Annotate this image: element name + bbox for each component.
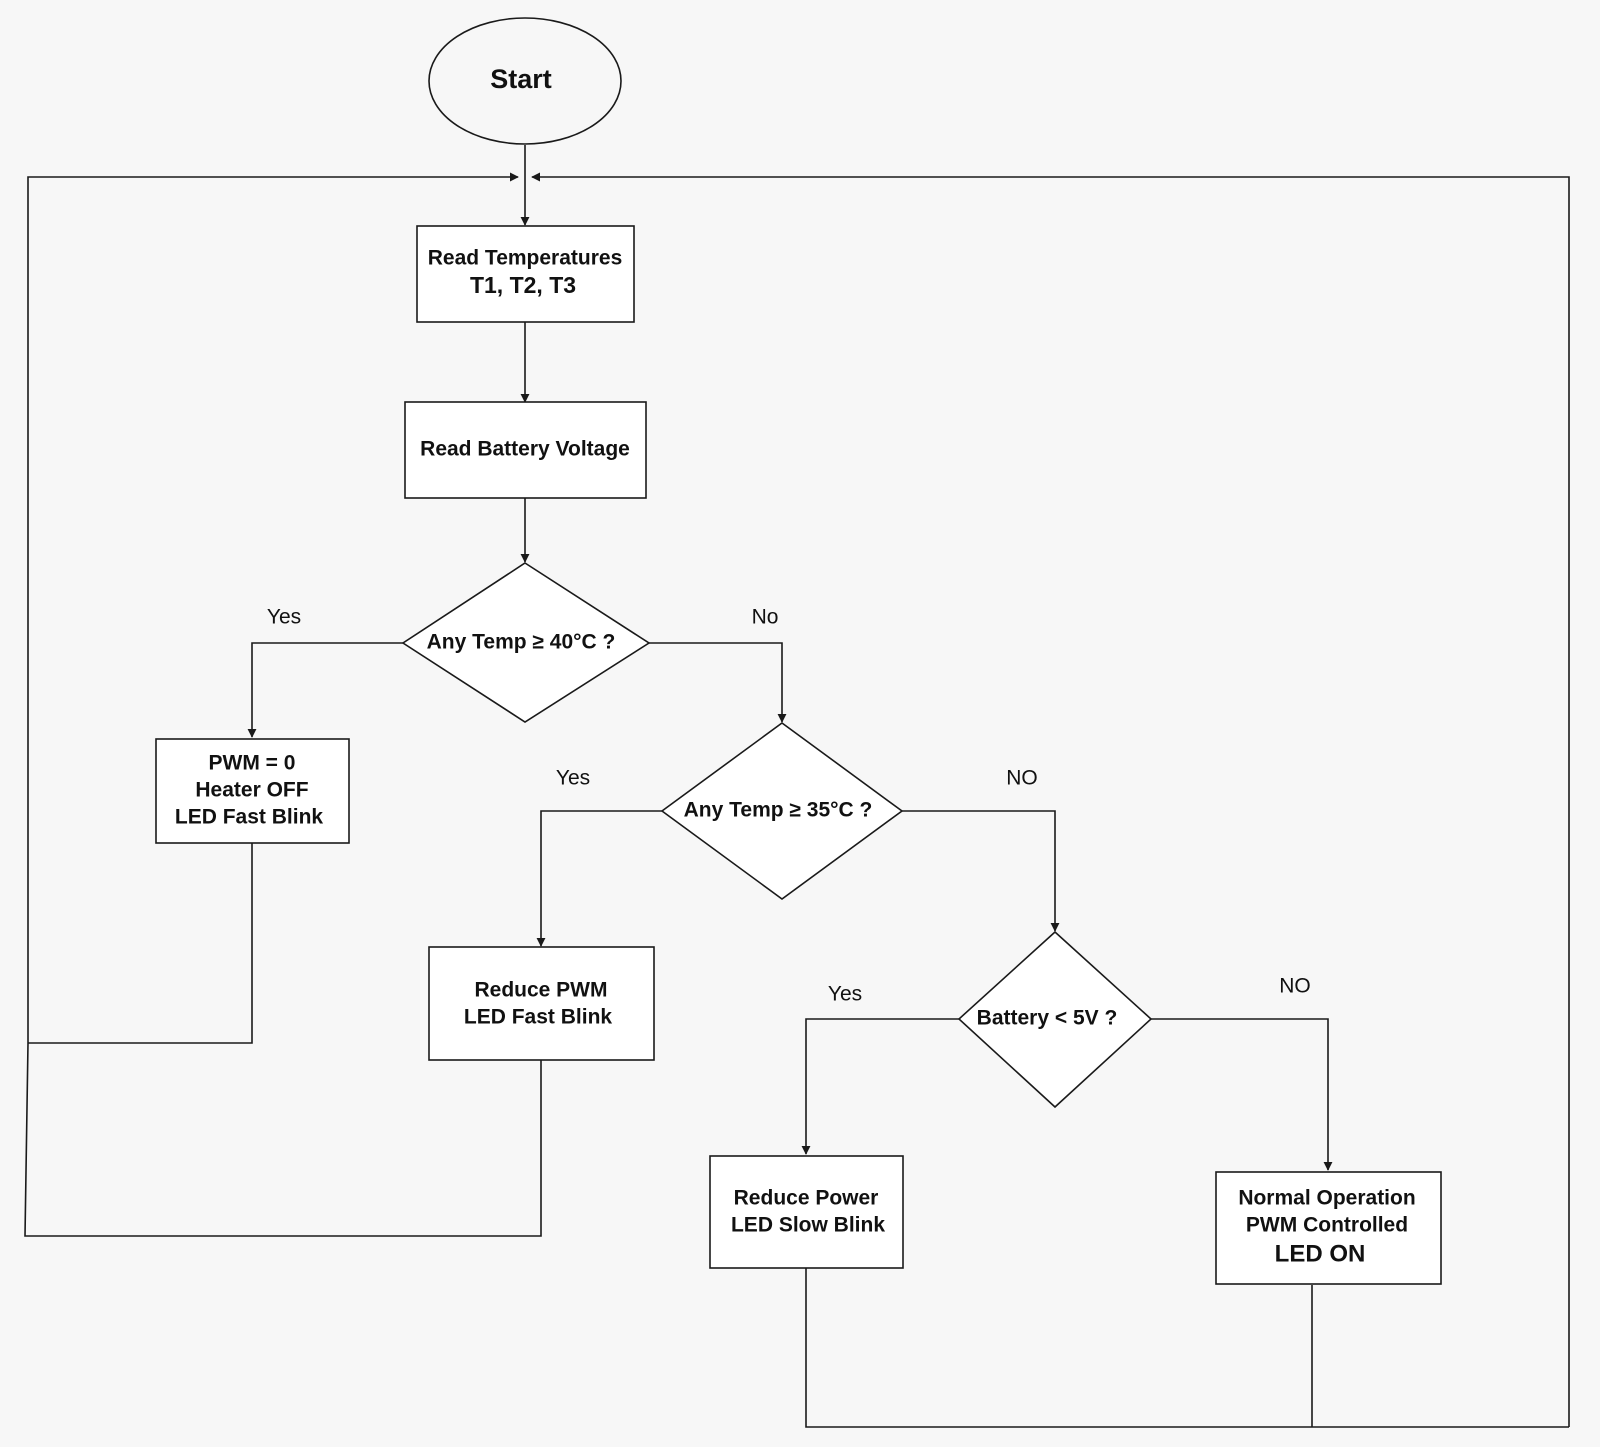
shutdown-line1: PWM = 0 (209, 752, 296, 775)
normal-operation-line2: PWM Controlled (1246, 1214, 1408, 1237)
reduce-pwm-line2: LED Fast Blink (464, 1006, 613, 1029)
normal-operation-line1: Normal Operation (1238, 1187, 1415, 1210)
normal-operation-step: Normal Operation PWM Controlled LED ON (1215, 1171, 1442, 1285)
reduce-pwm-line1: Reduce PWM (474, 979, 607, 1002)
branch-labels: Yes No Yes NO Yes NO (267, 606, 1311, 1006)
connector-loop-right (532, 177, 1570, 1428)
connector-loop-left (24, 177, 542, 1237)
read-temperatures-line2: T1, T2, T3 (470, 272, 576, 298)
connector-battery-check-yes (801, 1018, 959, 1155)
connector-decision35-yes (536, 810, 662, 947)
start-terminal: Start (428, 17, 622, 145)
read-temperatures-line1: Read Temperatures (428, 247, 623, 270)
decision-temp-35-no-label: NO (1006, 767, 1038, 790)
decision-temp-40-no-label: No (752, 606, 779, 629)
decision-temp-35-label: Any Temp ≥ 35°C ? (684, 799, 873, 822)
connector-battery-check-no (1151, 1018, 1333, 1171)
shutdown-line2: Heater OFF (195, 779, 308, 802)
read-battery-label: Read Battery Voltage (420, 438, 630, 461)
read-temperatures-step: Read Temperatures T1, T2, T3 (416, 225, 635, 323)
shutdown-step: PWM = 0 Heater OFF LED Fast Blink (155, 738, 350, 844)
shutdown-line3: LED Fast Blink (175, 806, 324, 829)
read-battery-step: Read Battery Voltage (404, 401, 647, 499)
decision-battery-yes-label: Yes (828, 983, 862, 1006)
decision-temp-35: Any Temp ≥ 35°C ? (660, 722, 904, 900)
decision-battery: Battery < 5V ? (957, 930, 1153, 1109)
start-label: Start (490, 64, 552, 94)
reduce-power-line1: Reduce Power (734, 1187, 879, 1210)
normal-operation-line3: LED ON (1275, 1240, 1366, 1267)
decision-battery-no-label: NO (1279, 975, 1311, 998)
connector-decision40-yes (247, 642, 403, 738)
decision-temp-40-yes-label: Yes (267, 606, 301, 629)
decision-battery-label: Battery < 5V ? (977, 1007, 1118, 1030)
connector-decision35-no (902, 810, 1060, 932)
decision-temp-35-yes-label: Yes (556, 767, 590, 790)
reduce-pwm-step: Reduce PWM LED Fast Blink (428, 946, 655, 1061)
connector-decision40-no (649, 642, 787, 723)
connectors (24, 145, 1570, 1428)
reduce-power-line2: LED Slow Blink (731, 1214, 885, 1237)
reduce-power-step: Reduce Power LED Slow Blink (709, 1155, 904, 1269)
decision-temp-40-label: Any Temp ≥ 40°C ? (427, 631, 616, 654)
decision-temp-40: Any Temp ≥ 40°C ? (401, 562, 651, 723)
